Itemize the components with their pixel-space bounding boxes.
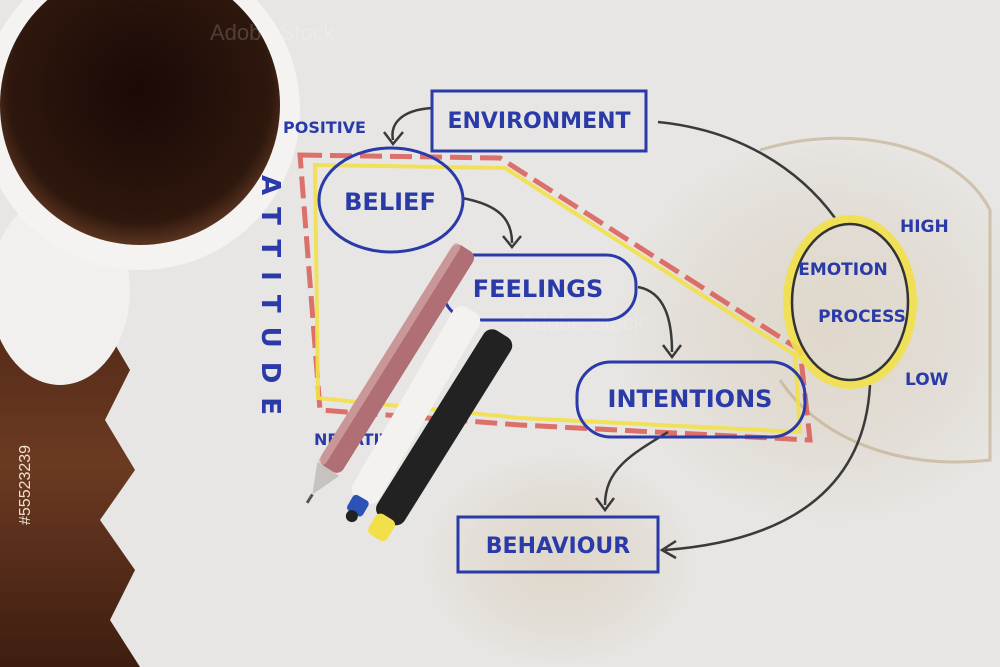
node-feelings-label: FEELINGS (473, 275, 603, 303)
black-highlighter (368, 329, 513, 542)
node-behaviour (456, 515, 660, 574)
arrow-environment-to-belief (391, 106, 433, 141)
arrow-belief-to-feelings (461, 196, 514, 244)
white-marker (345, 306, 481, 523)
attitude-positive-label: POSITIVE (283, 118, 366, 137)
watermark-text: Adobe Stock (210, 20, 336, 45)
node-environment-label: ENVIRONMENT (447, 109, 630, 134)
watermark-id: #55523239 (17, 445, 34, 525)
arrow-environment-to-emotion (657, 120, 837, 219)
node-behaviour-label: BEHAVIOUR (486, 534, 631, 559)
node-belief-label: BELIEF (344, 188, 436, 216)
attitude-zone-yellow (312, 162, 803, 435)
attitude-zone-red (297, 152, 813, 443)
emotion-high-label: HIGH (900, 217, 949, 237)
arrow-emotion-to-behaviour (664, 384, 872, 552)
coffee-liquid (0, 0, 280, 245)
emotion-low-label: LOW (905, 370, 949, 390)
node-intentions (575, 360, 807, 439)
watermark-text: Adobe Stock (520, 310, 646, 335)
node-process-label: PROCESS (818, 307, 906, 327)
pens (305, 243, 513, 542)
arrow-feelings-to-intentions (637, 285, 674, 353)
arrowheads (383, 131, 682, 560)
attitude-vertical-label: ATTITUDE (255, 175, 285, 429)
node-emotion-process (790, 222, 910, 382)
arrow-intentions-to-behaviour (603, 430, 669, 506)
node-environment (430, 89, 648, 153)
node-emotion-label: EMOTION (798, 260, 888, 280)
coffee-cup (0, 0, 300, 385)
coffee-stain-ring (759, 136, 992, 464)
coffee-stain-large (610, 130, 1000, 530)
diagram-arrows (391, 106, 872, 552)
node-emotion-process-highlight (783, 215, 917, 389)
coffee-stain-small (420, 450, 700, 667)
red-pen (305, 243, 475, 504)
node-intentions-label: INTENTIONS (608, 385, 773, 413)
node-belief (317, 146, 465, 254)
